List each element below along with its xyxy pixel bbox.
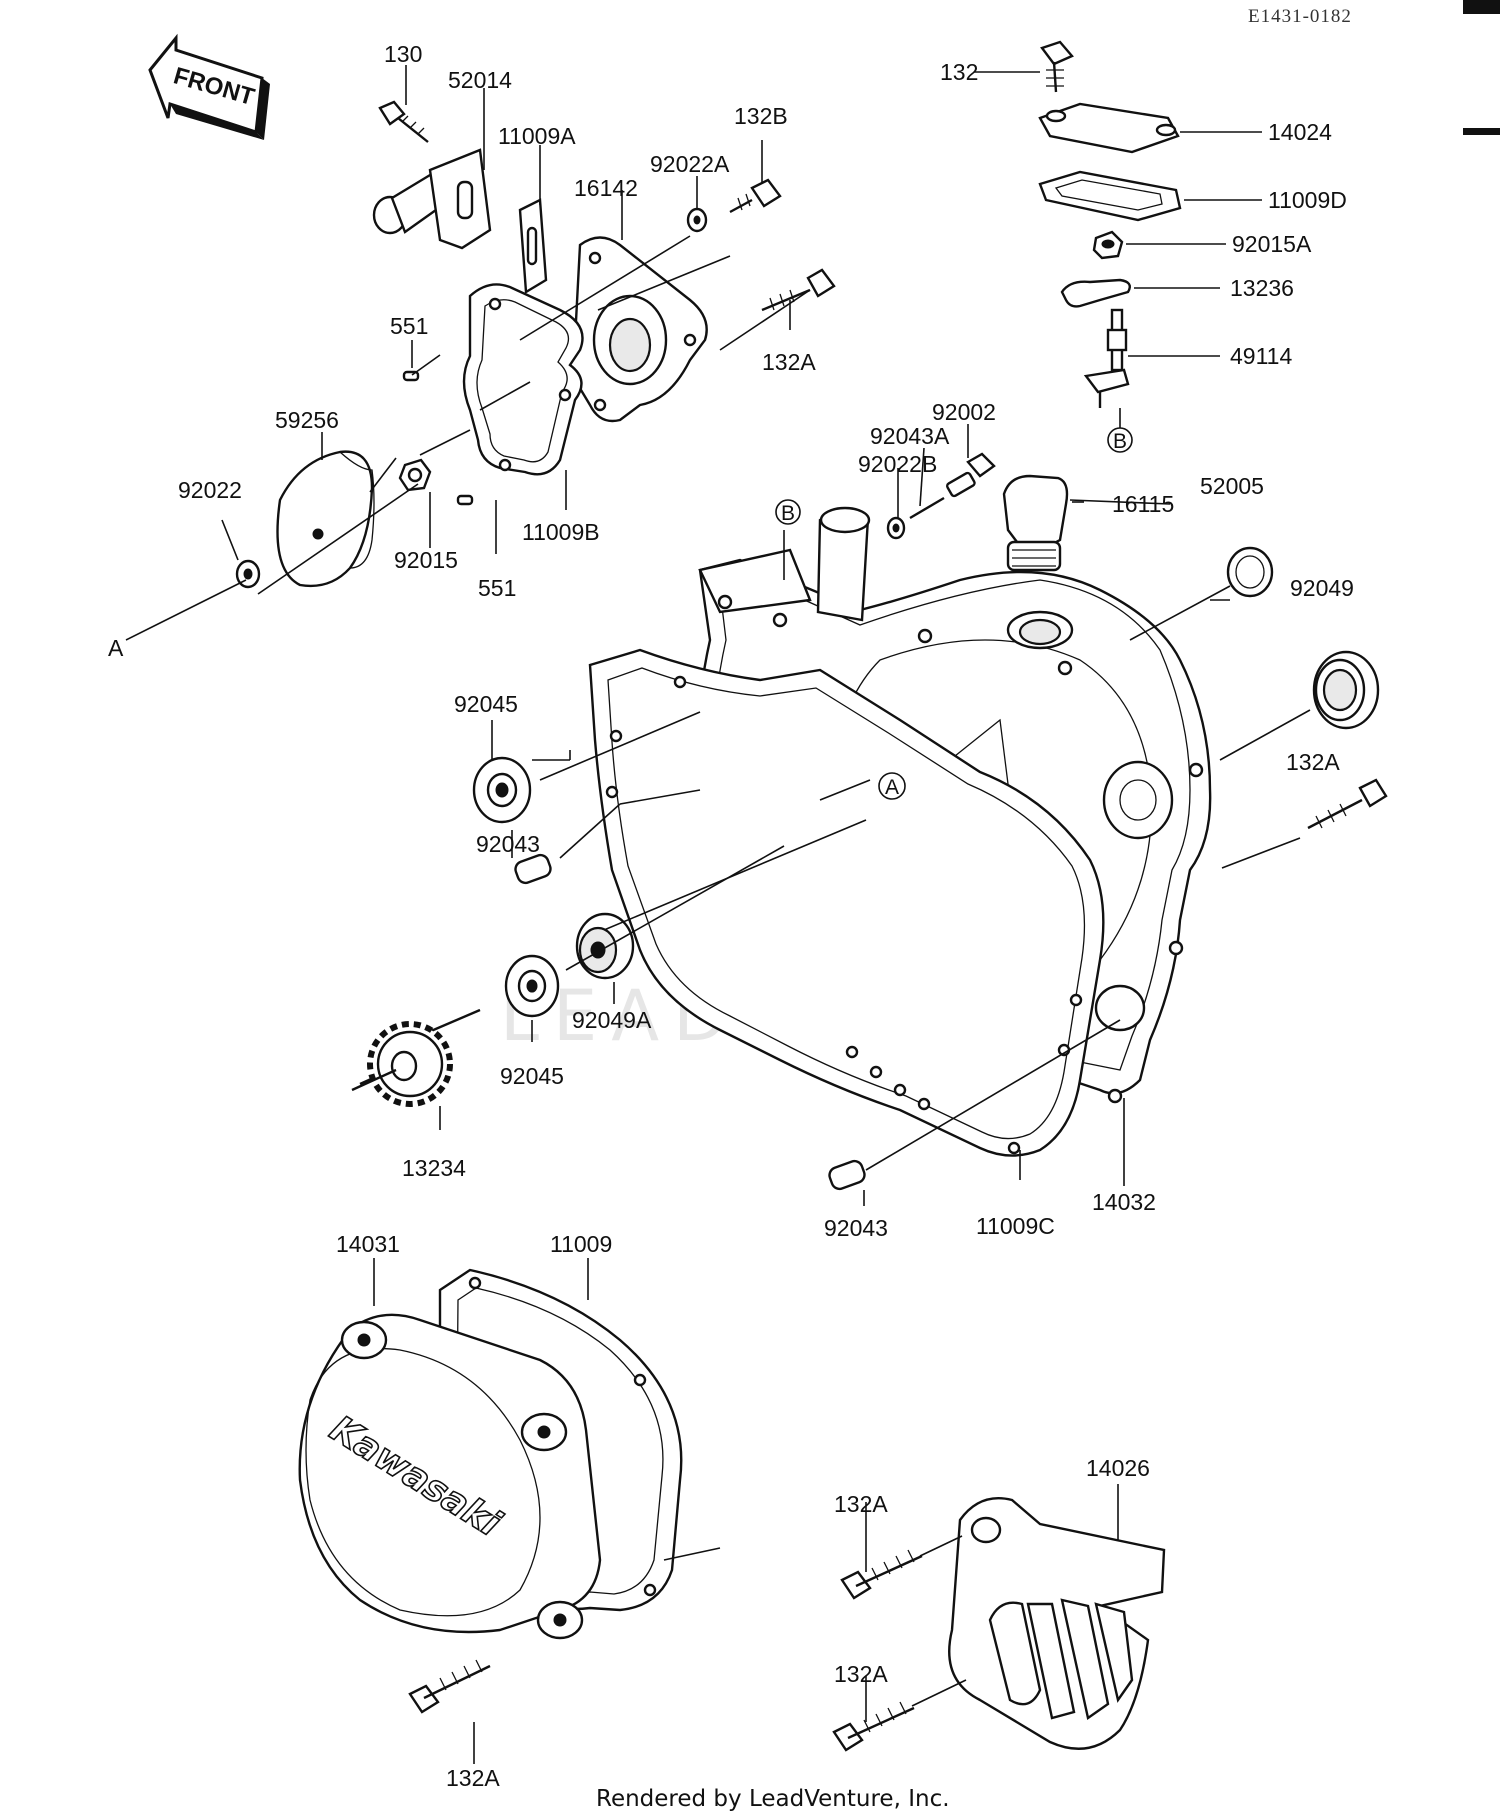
label-132B: 132B bbox=[734, 103, 788, 129]
label-132A-sprocket-upper: 132A bbox=[834, 1491, 888, 1517]
ref-b-right: B bbox=[1113, 430, 1127, 453]
bolt-132A-sprocket-lower bbox=[832, 1701, 915, 1752]
bearing-92045-upper bbox=[472, 756, 532, 824]
label-13234: 13234 bbox=[402, 1155, 466, 1181]
label-92015A: 92015A bbox=[1232, 231, 1312, 257]
bolt-132-cap bbox=[1040, 40, 1074, 93]
dowel-92043-right bbox=[828, 1159, 866, 1191]
label-16142: 16142 bbox=[574, 175, 638, 201]
label-92022A: 92022A bbox=[650, 151, 730, 177]
gasket-11009C bbox=[588, 648, 1105, 1157]
label-14032: 14032 bbox=[1092, 1189, 1156, 1215]
label-14024: 14024 bbox=[1268, 119, 1332, 145]
label-551-lower: 551 bbox=[478, 575, 516, 601]
sprocket-cover-14026 bbox=[948, 1497, 1166, 1750]
oil-seal-92049 bbox=[1312, 650, 1380, 730]
bolt-132A-cover bbox=[1307, 778, 1388, 830]
label-92045-upper: 92045 bbox=[454, 691, 518, 717]
generator-cover-14031: Kawasaki bbox=[298, 1313, 602, 1640]
leader-lines bbox=[125, 65, 1311, 1764]
label-92015: 92015 bbox=[394, 547, 458, 573]
label-92022B: 92022B bbox=[858, 451, 937, 477]
ref-a-center-circle bbox=[878, 772, 906, 800]
label-52005: 52005 bbox=[1200, 473, 1264, 499]
label-92049A: 92049A bbox=[572, 1007, 652, 1033]
gear-13234 bbox=[351, 1008, 481, 1107]
pin-551-lower bbox=[456, 494, 474, 506]
label-92002: 92002 bbox=[932, 399, 996, 425]
footer-credit: Rendered by LeadVenture, Inc. bbox=[596, 1786, 950, 1812]
label-92022: 92022 bbox=[178, 477, 242, 503]
pin-92043A bbox=[909, 496, 945, 520]
bolt-132A-generator bbox=[408, 1659, 491, 1714]
label-132A-sprocket-lower: 132A bbox=[834, 1661, 888, 1687]
label-92043-right: 92043 bbox=[824, 1215, 888, 1241]
label-11009: 11009 bbox=[550, 1231, 612, 1257]
label-52014: 52014 bbox=[448, 67, 512, 93]
label-13236: 13236 bbox=[1230, 275, 1294, 301]
edge-mark bbox=[1463, 128, 1500, 135]
cover-cap-assembly bbox=[1038, 40, 1182, 408]
label-14031: 14031 bbox=[336, 1231, 400, 1257]
lever-13236 bbox=[1060, 278, 1131, 308]
fitting-52014 bbox=[372, 148, 492, 250]
pin-551-upper bbox=[402, 370, 420, 382]
ref-a-center: A bbox=[885, 776, 899, 799]
label-11009B: 11009B bbox=[522, 519, 600, 545]
label-11009A: 11009A bbox=[498, 123, 576, 149]
label-132A-pump: 132A bbox=[762, 349, 816, 375]
ref-b-center-circle bbox=[775, 499, 801, 525]
label-16115: 16115 bbox=[1112, 491, 1174, 517]
bolt-132A-sprocket-upper bbox=[840, 1549, 923, 1600]
impeller-59256 bbox=[276, 450, 375, 588]
front-arrow-icon: FRONT bbox=[148, 33, 270, 140]
water-pump-assembly bbox=[235, 100, 836, 589]
label-59256: 59256 bbox=[275, 407, 339, 433]
label-92043-left: 92043 bbox=[476, 831, 540, 857]
bearing-92045-lower bbox=[504, 954, 560, 1018]
label-92049: 92049 bbox=[1290, 575, 1354, 601]
pump-housing-16142 bbox=[568, 236, 708, 423]
label-92045-lower: 92045 bbox=[500, 1063, 564, 1089]
bolt-132A-pump bbox=[761, 268, 836, 312]
label-11009C: 11009C bbox=[976, 1213, 1055, 1239]
label-132: 132 bbox=[940, 59, 978, 85]
bearing-92049A bbox=[575, 912, 635, 980]
drain-bolt-92002 bbox=[946, 452, 996, 498]
label-130: 130 bbox=[384, 41, 422, 67]
seal-52005 bbox=[1226, 546, 1274, 598]
label-132A-cover: 132A bbox=[1286, 749, 1340, 775]
shaft-49114 bbox=[1083, 308, 1130, 408]
ref-a-left: A bbox=[108, 635, 124, 661]
label-49114: 49114 bbox=[1230, 343, 1292, 369]
gasket-11009A bbox=[518, 198, 548, 295]
oil-cap-16115 bbox=[1002, 474, 1069, 572]
bolt-132B bbox=[729, 178, 782, 214]
bolt-130 bbox=[378, 100, 429, 143]
ref-b-center: B bbox=[781, 502, 795, 525]
label-14026: 14026 bbox=[1086, 1455, 1150, 1481]
dowel-92043-left bbox=[514, 853, 552, 885]
gasket-11009D bbox=[1038, 170, 1182, 222]
label-11009D: 11009D bbox=[1268, 187, 1347, 213]
ref-b-right-circle bbox=[1107, 427, 1133, 453]
label-92043A: 92043A bbox=[870, 423, 950, 449]
label-132A-generator: 132A bbox=[446, 1765, 500, 1791]
corner-mark bbox=[1463, 0, 1500, 14]
callout-labels: 130 52014 11009A 16142 92022A 132B 132A … bbox=[108, 41, 1354, 1791]
reference-code: E1431-0182 bbox=[1248, 6, 1352, 27]
label-551-upper: 551 bbox=[390, 313, 428, 339]
cap-14024 bbox=[1038, 102, 1180, 154]
